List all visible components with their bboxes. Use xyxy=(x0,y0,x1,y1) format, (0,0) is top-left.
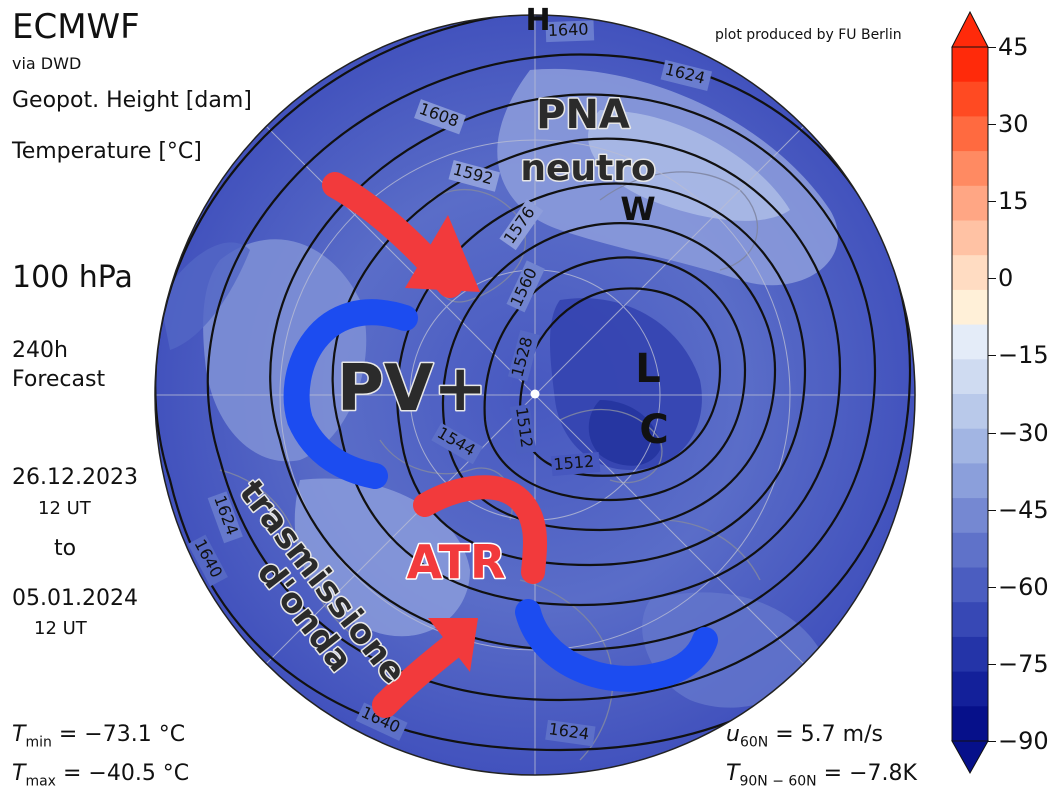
colorbar-tick-mark xyxy=(988,355,996,357)
blue-trough-south xyxy=(515,599,718,692)
pv-label: PV+ xyxy=(337,352,487,426)
date-range-to: to xyxy=(54,536,77,561)
colorbar-bottom-extension xyxy=(951,740,989,775)
colorbar-tick-label: 15 xyxy=(998,187,1029,216)
red-arrowhead-north xyxy=(405,215,480,292)
colorbar-tick-label: −60 xyxy=(998,572,1049,601)
colorbar-segment xyxy=(952,602,988,638)
svg-text:1512: 1512 xyxy=(553,452,595,474)
colorbar-segment xyxy=(952,151,988,187)
colorbar-tick-mark xyxy=(988,201,996,203)
colorbar-tick-mark xyxy=(988,278,996,280)
colorbar-tick-mark xyxy=(988,124,996,126)
colorbar-segment xyxy=(952,463,988,499)
colorbar-tick-label: −45 xyxy=(998,495,1049,524)
colorbar-tick-label: −30 xyxy=(998,418,1049,447)
colorbar xyxy=(951,10,989,775)
plot-credit: plot produced by FU Berlin xyxy=(715,27,902,43)
forecast-label: Forecast xyxy=(12,367,106,392)
colorbar-tick-mark xyxy=(988,509,996,511)
colorbar-segment xyxy=(952,255,988,291)
colorbar-segment xyxy=(952,636,988,673)
colorbar-segment xyxy=(952,706,988,742)
colorbar-tick-label: −15 xyxy=(998,341,1049,370)
contour-label: 1640 xyxy=(545,20,595,43)
colorbar-segment xyxy=(952,116,988,152)
colorbar-segment xyxy=(952,532,988,568)
colorbar-tick-mark xyxy=(988,741,996,742)
colorbar-frame xyxy=(951,46,989,742)
colorbar-segment xyxy=(952,220,988,256)
svg-text:1640: 1640 xyxy=(547,20,588,40)
colorbar-top-extension xyxy=(951,10,989,48)
pressure-level: 100 hPa xyxy=(12,260,133,295)
contour-label: 1624 xyxy=(545,719,596,747)
colorbar-tick-label: 0 xyxy=(998,264,1014,293)
start-time: 12 UT xyxy=(38,498,91,519)
contour-label: 1512 xyxy=(509,404,537,455)
colorbar-tick-mark xyxy=(988,663,996,665)
pna-state-label: neutro xyxy=(520,148,655,189)
high-label: H xyxy=(525,3,550,38)
contour-label: 1512 xyxy=(550,452,601,477)
variable-height: Geopot. Height [dam] xyxy=(12,88,252,113)
colorbar-segment xyxy=(952,289,988,326)
warm-label: W xyxy=(620,190,655,228)
zonal-wind-readout: u60N = 5.7 m/s xyxy=(726,722,883,751)
atr-label: ATR xyxy=(407,535,506,589)
colorbar-segment xyxy=(952,359,988,395)
colorbar-segment xyxy=(952,394,988,430)
map-border xyxy=(154,14,916,776)
colorbar-segment xyxy=(952,47,988,83)
data-source: via DWD xyxy=(12,54,82,73)
cold-label: C xyxy=(639,407,668,453)
contour-label: 1624 xyxy=(207,491,243,544)
tmin-readout: Tmin = −73.1 °C xyxy=(12,722,186,751)
blue-trough-west xyxy=(283,299,418,489)
colorbar-tick-mark xyxy=(988,586,996,588)
height-contours xyxy=(155,15,915,752)
end-time: 12 UT xyxy=(34,618,87,639)
pna-label: PNA xyxy=(536,92,630,138)
colorbar-tick-label: 45 xyxy=(998,33,1029,61)
colorbar-segment xyxy=(952,324,988,360)
colorbar-segment xyxy=(952,567,988,603)
low-label: L xyxy=(635,346,661,392)
tmax-readout: Tmax = −40.5 °C xyxy=(12,761,190,790)
colorbar-segment xyxy=(952,185,988,221)
variable-temperature: Temperature [°C] xyxy=(12,139,202,164)
colorbar-tick-label: 30 xyxy=(998,110,1029,139)
colorbar-tick-mark xyxy=(988,47,996,48)
colorbar-tick-mark xyxy=(988,432,996,434)
colorbar-segment xyxy=(952,81,988,117)
atr-ridge-arc xyxy=(413,475,547,584)
colorbar-tick-label: −90 xyxy=(998,727,1049,755)
red-arrowhead-south xyxy=(428,618,478,672)
model-title: ECMWF xyxy=(12,7,140,47)
north-pole-marker xyxy=(530,389,540,399)
end-date: 05.01.2024 xyxy=(12,586,138,611)
colorbar-segment xyxy=(952,671,988,707)
colorbar-tick-label: −75 xyxy=(998,649,1049,678)
colorbar-segment xyxy=(952,428,988,464)
start-date: 26.12.2023 xyxy=(12,465,138,490)
forecast-hours: 240h xyxy=(12,338,68,363)
colorbar-segment xyxy=(952,498,988,534)
temperature-gradient-readout: T90N − 60N = −7.8K xyxy=(726,761,917,790)
